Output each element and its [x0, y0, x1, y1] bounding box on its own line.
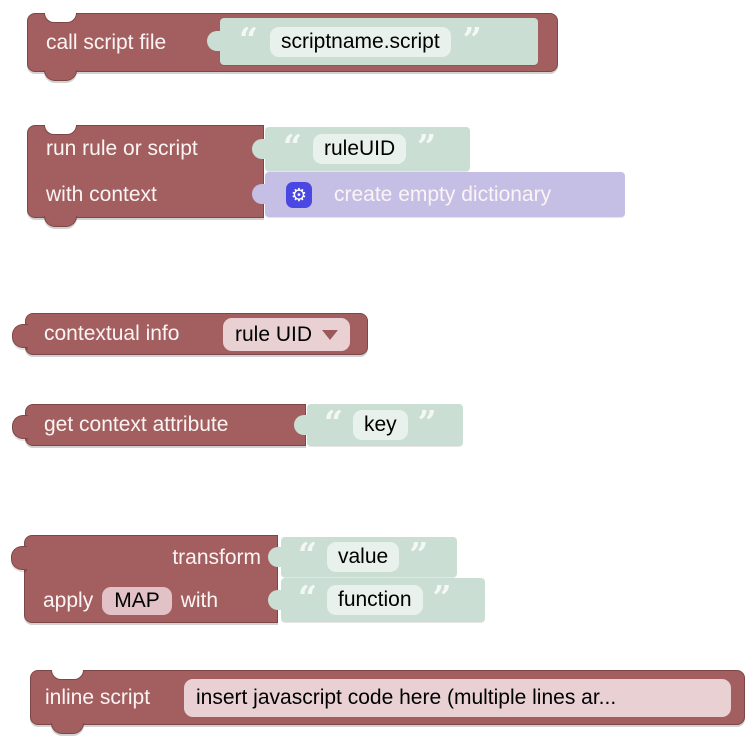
value-connector-tab — [294, 415, 308, 435]
function-field[interactable]: function — [326, 585, 423, 615]
output-connector-tab — [12, 324, 28, 348]
open-quote-icon: “ — [298, 578, 317, 617]
gear-icon[interactable]: ⚙ — [286, 181, 312, 208]
string-block-scriptname[interactable]: “ scriptname.script ” — [207, 18, 538, 65]
block-label-row1: transform — [172, 546, 261, 569]
string-block-rule-uid[interactable]: “ ruleUID ” — [252, 127, 470, 171]
open-quote-icon: “ — [283, 127, 302, 166]
block-label-row2: with context — [46, 183, 157, 206]
key-field[interactable]: key — [352, 410, 408, 440]
string-block-value[interactable]: “ value ” — [268, 535, 457, 577]
value-connector-tab — [207, 31, 221, 51]
block-contextual-info[interactable]: contextual info rule UID — [12, 313, 368, 355]
transformation-type-field[interactable]: MAP — [102, 587, 172, 615]
next-connector-tab — [44, 70, 77, 81]
apply-label: apply — [43, 589, 94, 612]
output-connector-tab — [12, 415, 28, 439]
value-connector-tab — [268, 547, 282, 567]
rule-uid-field[interactable]: ruleUID — [312, 134, 407, 164]
close-quote-icon: ” — [432, 578, 452, 617]
inline-script-code-field[interactable]: insert javascript code here (multiple li… — [184, 679, 731, 717]
close-quote-icon: ” — [417, 127, 437, 166]
block-label: get context attribute — [44, 413, 229, 436]
block-label: call script file — [46, 30, 167, 54]
block-label: contextual info — [44, 322, 180, 345]
close-quote-icon: ” — [462, 19, 482, 59]
block-transform[interactable]: transform apply MAP with — [11, 535, 278, 623]
dictionary-block-label: create empty dictionary — [334, 182, 552, 206]
value-connector-tab — [252, 184, 266, 204]
block-run-rule-or-script[interactable]: run rule or script with context — [27, 125, 264, 227]
open-quote-icon: “ — [324, 403, 343, 442]
close-quote-icon: ” — [417, 403, 437, 442]
block-label-row2: apply MAP with — [43, 580, 218, 622]
block-create-empty-dictionary[interactable]: ⚙ create empty dictionary — [252, 172, 625, 217]
block-get-context-attribute[interactable]: get context attribute — [12, 404, 306, 446]
next-connector-tab — [51, 723, 84, 734]
open-quote-icon: “ — [298, 535, 317, 574]
with-label: with — [180, 589, 219, 612]
block-call-script-file[interactable]: call script file “ scriptname.script ” — [27, 13, 558, 81]
string-block-function[interactable]: “ function ” — [268, 578, 485, 622]
block-inline-script[interactable]: inline script insert javascript code her… — [30, 670, 745, 734]
output-connector-tab — [11, 546, 27, 570]
dropdown-arrow-icon — [322, 329, 339, 340]
dropdown-value: rule UID — [235, 322, 313, 346]
open-quote-icon: “ — [239, 19, 258, 59]
string-block-key[interactable]: “ key ” — [294, 403, 463, 446]
block-label-row1: run rule or script — [46, 137, 198, 160]
script-name-field[interactable]: scriptname.script — [269, 26, 451, 57]
value-connector-tab — [252, 139, 266, 159]
contextual-info-dropdown[interactable]: rule UID — [223, 318, 351, 351]
close-quote-icon: ” — [409, 535, 429, 574]
block-label: inline script — [45, 685, 151, 709]
value-connector-tab — [268, 590, 282, 610]
value-field[interactable]: value — [326, 542, 400, 572]
